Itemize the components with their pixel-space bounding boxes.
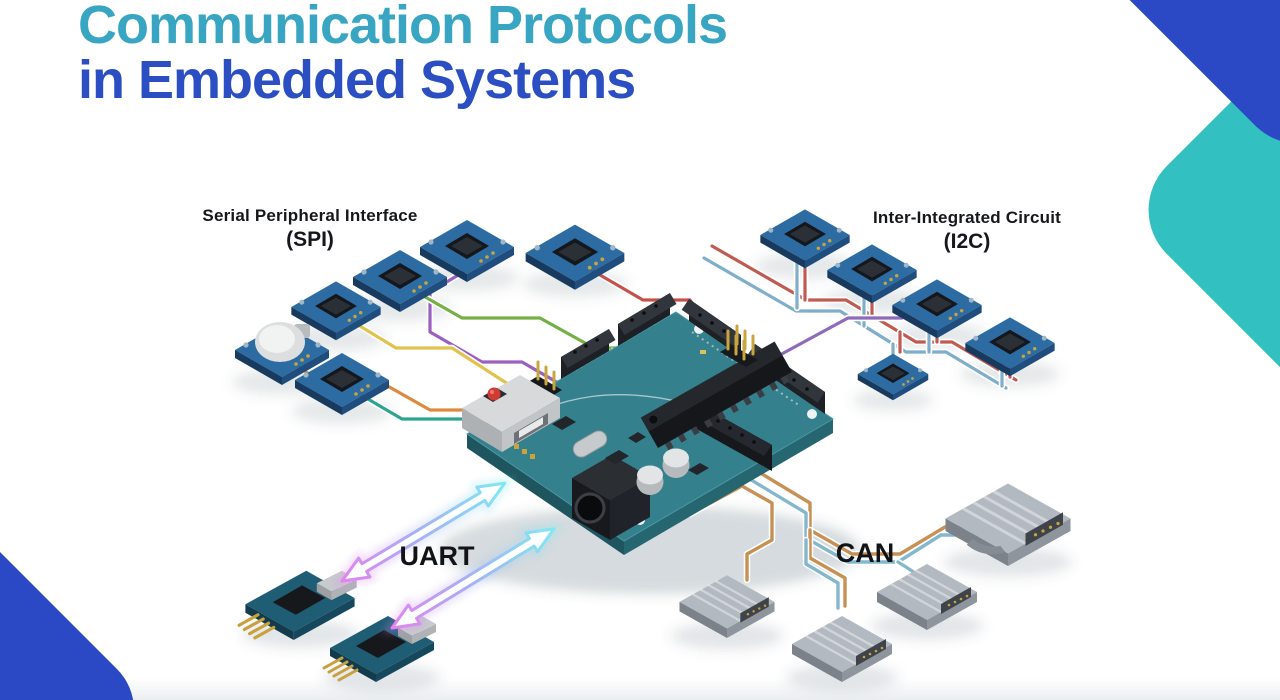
- i2c-wire-purple: [754, 316, 904, 370]
- can-wires: [686, 464, 989, 612]
- spi-label-name: Serial Peripheral Interface: [202, 206, 418, 225]
- spi-label-abbr: (SPI): [286, 228, 334, 251]
- title-line-1: Communication Protocols: [78, 0, 728, 55]
- pir-motion-sensor-module: [235, 322, 329, 385]
- board-side-right: [624, 419, 833, 555]
- header-strips-left: [561, 293, 677, 379]
- i2c-bus-scl-blue: [702, 256, 1008, 390]
- i2c-label-name: Inter-Integrated Circuit: [872, 208, 1062, 227]
- can-ecu-modules: [678, 482, 1072, 684]
- capacitors: [636, 448, 690, 495]
- spi-modules: [235, 220, 625, 415]
- usb-port: [462, 375, 560, 452]
- i2c-label: Inter-Integrated Circuit (I2C): [817, 208, 1117, 254]
- gold-pins-left: [528, 360, 562, 396]
- can-wire-low-blue: [694, 476, 983, 564]
- bottom-shadow-band: [0, 678, 1280, 700]
- spi-label: Serial Peripheral Interface (SPI): [160, 206, 460, 252]
- arduino-board: [462, 293, 834, 555]
- reset-button: [483, 387, 507, 402]
- smd-components: [514, 350, 709, 475]
- title-line-2: in Embedded Systems: [78, 50, 636, 110]
- uart-label: UART: [399, 541, 475, 571]
- pir-dome: [255, 322, 310, 362]
- i2c-label-abbr: (I2C): [943, 230, 991, 253]
- spi-wire-green: [411, 288, 642, 350]
- can-label: CAN: [835, 538, 895, 568]
- barrel-jack: [572, 455, 650, 540]
- can-connector-module: [944, 482, 1072, 568]
- icsp-pins: [720, 324, 758, 367]
- crystal-oscillator: [572, 430, 608, 458]
